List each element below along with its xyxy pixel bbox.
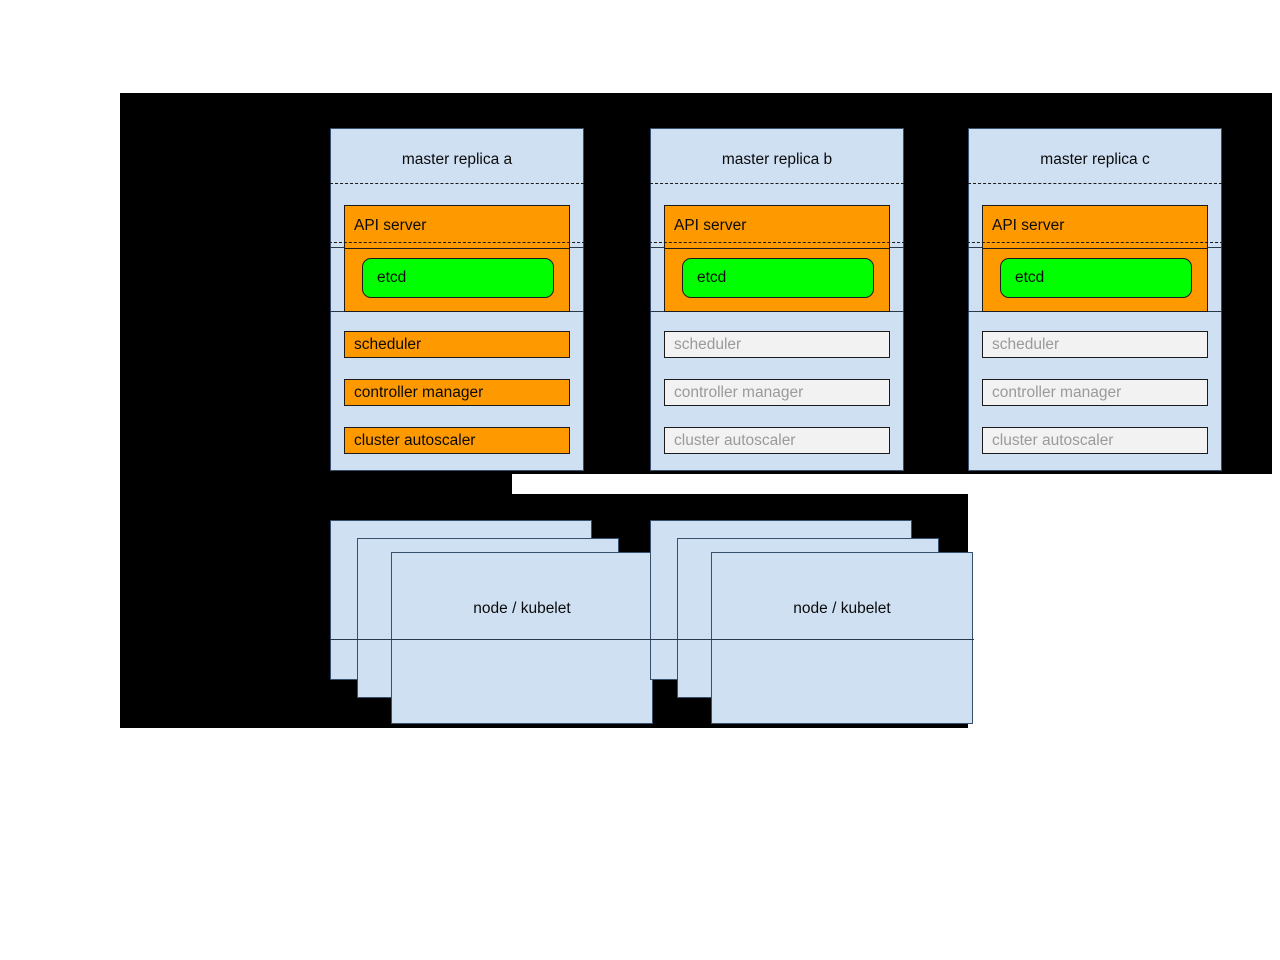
node-stack-2-label: node / kubelet <box>793 600 891 617</box>
master-a-controller-manager[interactable]: controller manager <box>344 379 570 406</box>
master-c-api-server-label: API server <box>992 217 1065 234</box>
master-b-scheduler[interactable]: scheduler <box>664 331 890 358</box>
backdrop-plate-left-notch <box>120 474 512 494</box>
master-c-controller-manager[interactable]: controller manager <box>982 379 1208 406</box>
master-b-cluster-autoscaler-label: cluster autoscaler <box>674 432 796 449</box>
master-b-header-divider <box>650 183 904 184</box>
master-c-scheduler[interactable]: scheduler <box>982 331 1208 358</box>
master-a-api-server-label: API server <box>354 217 427 234</box>
master-a-header-divider <box>330 183 584 184</box>
master-b-api-divider <box>649 242 905 243</box>
master-b-controller-manager[interactable]: controller manager <box>664 379 890 406</box>
master-c-etcd-label: etcd <box>1015 269 1045 286</box>
master-a-api-divider <box>329 242 585 243</box>
master-b-controller-manager-label: controller manager <box>674 384 804 401</box>
master-c-header-divider <box>968 183 1222 184</box>
master-a-scheduler[interactable]: scheduler <box>344 331 570 358</box>
master-c-cluster-autoscaler-label: cluster autoscaler <box>992 432 1114 449</box>
master-a-etcd-label: etcd <box>377 269 407 286</box>
node-stack-1-divider <box>330 639 654 640</box>
master-c-scheduler-label: scheduler <box>992 336 1060 353</box>
master-b-etcd[interactable]: etcd <box>682 258 874 298</box>
master-b-api-server[interactable]: API server <box>664 205 890 249</box>
master-a-etcd[interactable]: etcd <box>362 258 554 298</box>
master-c-etcd[interactable]: etcd <box>1000 258 1192 298</box>
master-b-scheduler-label: scheduler <box>674 336 742 353</box>
master-c-api-server[interactable]: API server <box>982 205 1208 249</box>
master-a-scheduler-label: scheduler <box>354 336 422 353</box>
master-a-cluster-autoscaler-label: cluster autoscaler <box>354 432 476 449</box>
node-stack-1-front[interactable]: node / kubelet <box>391 552 653 724</box>
master-replica-title-b: master replica b <box>721 151 833 168</box>
master-b-cluster-autoscaler[interactable]: cluster autoscaler <box>664 427 890 454</box>
node-stack-2-front[interactable]: node / kubelet <box>711 552 973 724</box>
master-replica-title-a: master replica a <box>401 151 513 168</box>
master-a-controller-manager-label: controller manager <box>354 384 484 401</box>
master-a-cluster-autoscaler[interactable]: cluster autoscaler <box>344 427 570 454</box>
node-stack-2-divider <box>650 639 974 640</box>
master-b-etcd-label: etcd <box>697 269 727 286</box>
master-a-api-server[interactable]: API server <box>344 205 570 249</box>
master-b-api-server-label: API server <box>674 217 747 234</box>
master-replica-title-c: master replica c <box>1040 151 1150 168</box>
node-stack-1-label: node / kubelet <box>473 600 571 617</box>
master-c-cluster-autoscaler[interactable]: cluster autoscaler <box>982 427 1208 454</box>
master-c-controller-manager-label: controller manager <box>992 384 1122 401</box>
master-c-api-divider <box>967 242 1223 243</box>
